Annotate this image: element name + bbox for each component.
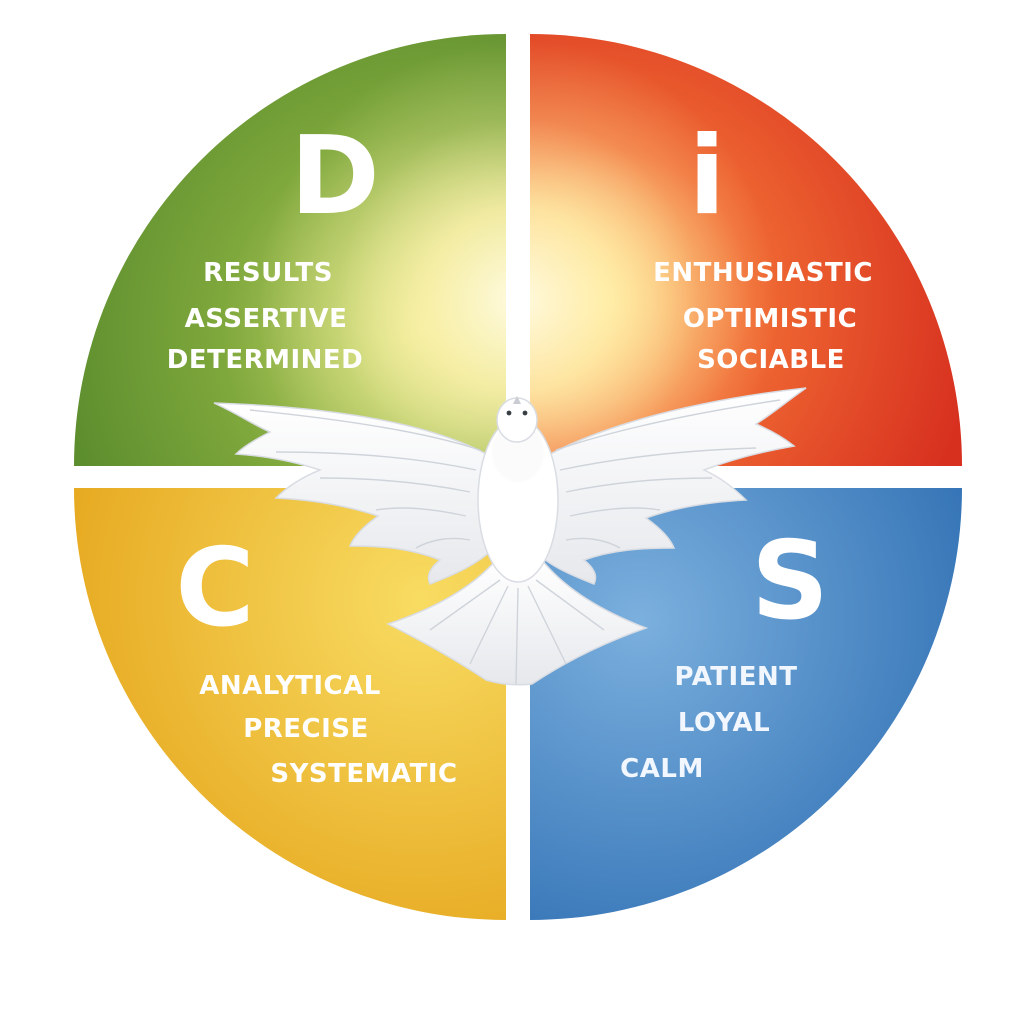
quadrant-c-trait-2: PRECISE	[243, 714, 369, 744]
quadrant-i-trait-1: ENTHUSIASTIC	[653, 258, 873, 288]
quadrant-s-trait-1: PATIENT	[675, 662, 798, 692]
quadrant-d-letter: D	[290, 114, 380, 239]
quadrant-s-trait-3: CALM	[620, 754, 704, 784]
quadrant-d-trait-3: DETERMINED	[167, 345, 364, 375]
quadrant-s-letter: S	[751, 519, 829, 644]
quadrant-s-trait-2: LOYAL	[678, 708, 770, 738]
quadrant-c-trait-1: ANALYTICAL	[199, 671, 381, 701]
quadrant-c-trait-3: SYSTEMATIC	[270, 759, 457, 789]
quadrant-i-trait-2: OPTIMISTIC	[683, 304, 857, 334]
quadrant-i-trait-3: SOCIABLE	[697, 345, 845, 375]
quadrant-i-letter: i	[688, 114, 725, 239]
quadrant-d-trait-1: RESULTS	[203, 258, 333, 288]
quadrant-c-letter: C	[175, 526, 254, 651]
quadrant-d-trait-2: ASSERTIVE	[185, 304, 348, 334]
